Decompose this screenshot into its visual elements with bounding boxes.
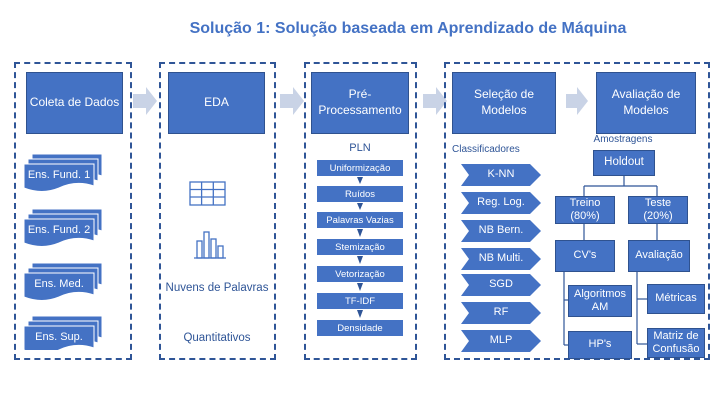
matriz-de-confusao-box: Matriz de Confusão xyxy=(647,328,705,358)
coleta-doc-stack: Ens. Fund. 1 Ens. Fund. 2 Ens. Med. Ens.… xyxy=(24,150,128,350)
bar-chart-icon xyxy=(194,231,226,259)
pln-label: PLN xyxy=(349,142,371,154)
stage-avaliacao-de-modelos: Avaliação de Modelos xyxy=(596,72,696,134)
pln-step-uniformizacao: Uniformização xyxy=(317,160,403,176)
eda-nuvens-de-palavras: Nuvens de Palavras xyxy=(165,282,269,294)
classifier-rf: RF xyxy=(493,306,509,318)
panel-pre-processamento xyxy=(304,62,417,360)
classifier-reg-log: Reg. Log. xyxy=(477,196,525,208)
doc-ens-sup: Ens. Sup. xyxy=(35,331,83,343)
arrow-pre-to-selecao xyxy=(423,87,447,115)
doc-ens-fund-2: Ens. Fund. 2 xyxy=(27,224,91,236)
metricas-box: Métricas xyxy=(647,284,705,314)
avaliacao-box: Avaliação xyxy=(628,240,690,272)
arrow-coleta-to-eda xyxy=(133,87,157,115)
classificadores-label: Classificadores xyxy=(452,144,520,155)
panel-modelos xyxy=(444,62,710,360)
holdout-box: Holdout xyxy=(593,150,655,176)
pln-step-palavras-vazias: Palavras Vazias xyxy=(317,212,403,228)
stage-eda: EDA xyxy=(168,72,265,134)
eda-quantitativos: Quantitativos xyxy=(183,332,251,344)
classifier-mlp: MLP xyxy=(489,334,513,346)
treino-box: Treino (80%) xyxy=(555,196,615,224)
panel-coleta xyxy=(14,62,132,360)
classifier-sgd: SGD xyxy=(489,278,513,290)
page-title: Solução 1: Solução baseada em Aprendizad… xyxy=(189,20,627,37)
arrow-eda-to-pre xyxy=(280,87,304,115)
stage-selecao-de-modelos: Seleção de Modelos xyxy=(452,72,556,134)
pln-step-tf-idf: TF-IDF xyxy=(317,293,403,309)
teste-box: Teste (20%) xyxy=(628,196,688,224)
hps-box: HP's xyxy=(568,331,632,359)
doc-ens-med: Ens. Med. xyxy=(34,278,84,290)
pln-step-stemizacao: Stemização xyxy=(317,239,403,255)
algoritmos-am-box: Algoritmos AM xyxy=(568,285,632,317)
table-icon xyxy=(189,181,226,206)
stage-pre-processamento: Pré-Processamento xyxy=(311,72,409,134)
pln-step-ruidos: Ruídos xyxy=(317,186,403,202)
pln-step-vetorizacao: Vetorização xyxy=(317,266,403,282)
pln-step-densidade: Densidade xyxy=(317,320,403,336)
classifier-nb-bern: NB Bern. xyxy=(478,224,524,236)
classifier-knn: K-NN xyxy=(487,168,515,180)
amostragens-label: Amostragens xyxy=(593,134,653,145)
cvs-box: CV's xyxy=(555,240,615,272)
doc-ens-fund-1: Ens. Fund. 1 xyxy=(27,169,91,181)
panel-eda xyxy=(159,62,276,360)
classifier-nb-multi: NB Multi. xyxy=(478,252,524,264)
stage-coleta-de-dados: Coleta de Dados xyxy=(26,72,123,134)
arrow-selecao-to-avaliacao xyxy=(566,87,588,115)
